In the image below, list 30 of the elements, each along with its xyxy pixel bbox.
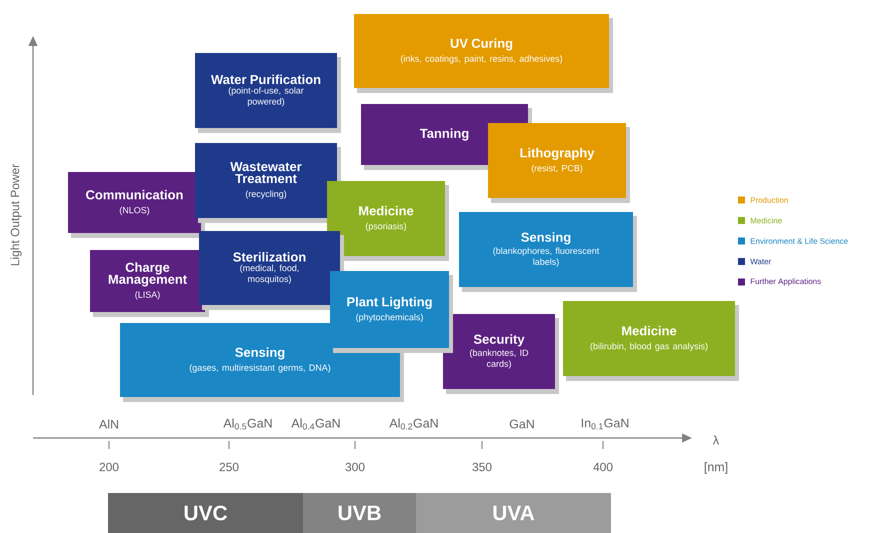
material-label: Al$_{0.5}$GaN <box>223 418 272 430</box>
tick-label: 250 <box>220 462 239 472</box>
application-box: Sensing (blankophores, fluorescent labels) <box>459 212 637 292</box>
application-box: Charge Management (LISA) <box>90 250 209 317</box>
material-label: Al$_{0.2}$GaN <box>389 418 438 430</box>
application-box: Water Purification (point-of-use, solar powered) <box>195 53 341 133</box>
application-box: Medicine (psoriasis) <box>327 181 449 261</box>
application-box: Lithography (resist, PCB) <box>488 123 630 203</box>
application-box: Plant Lighting (phytochemicals) <box>330 271 453 353</box>
material-label: Al$_{0.4}$GaN <box>291 418 340 430</box>
tick-label: 200 <box>100 462 119 472</box>
application-box: Wastewater Treatment (recycling) <box>195 143 341 223</box>
tick-label: 300 <box>345 462 365 472</box>
application-box: Communication (NLOS) <box>68 172 205 238</box>
tick-label: 400 <box>593 462 612 472</box>
spectrum-band: UVA <box>416 493 611 533</box>
axis-title: Light Output Power <box>10 164 22 266</box>
tick-label: 350 <box>472 462 492 472</box>
material-label: AlN <box>99 419 118 428</box>
application-box: Security (banknotes, ID cards) <box>443 314 559 394</box>
material-label: GaN <box>510 420 534 428</box>
application-box: Sterilization (medical, food, mosquitos) <box>199 231 344 310</box>
application-box: Sensing (gases, multiresistant germs, DNA) <box>120 323 404 402</box>
spectrum-band: UVC <box>108 493 303 533</box>
unit-label: λ <box>712 435 719 444</box>
unit-label: [nm] <box>704 462 728 474</box>
spectrum-band: UVB <box>303 493 416 533</box>
material-label: In$_{0.1}$GaN <box>582 418 628 430</box>
application-box: UV Curing (inks, coatings, paint, resins, adhesives) <box>354 14 613 93</box>
application-box: Medicine (bilirubin, blood gas analysis) <box>563 301 739 381</box>
